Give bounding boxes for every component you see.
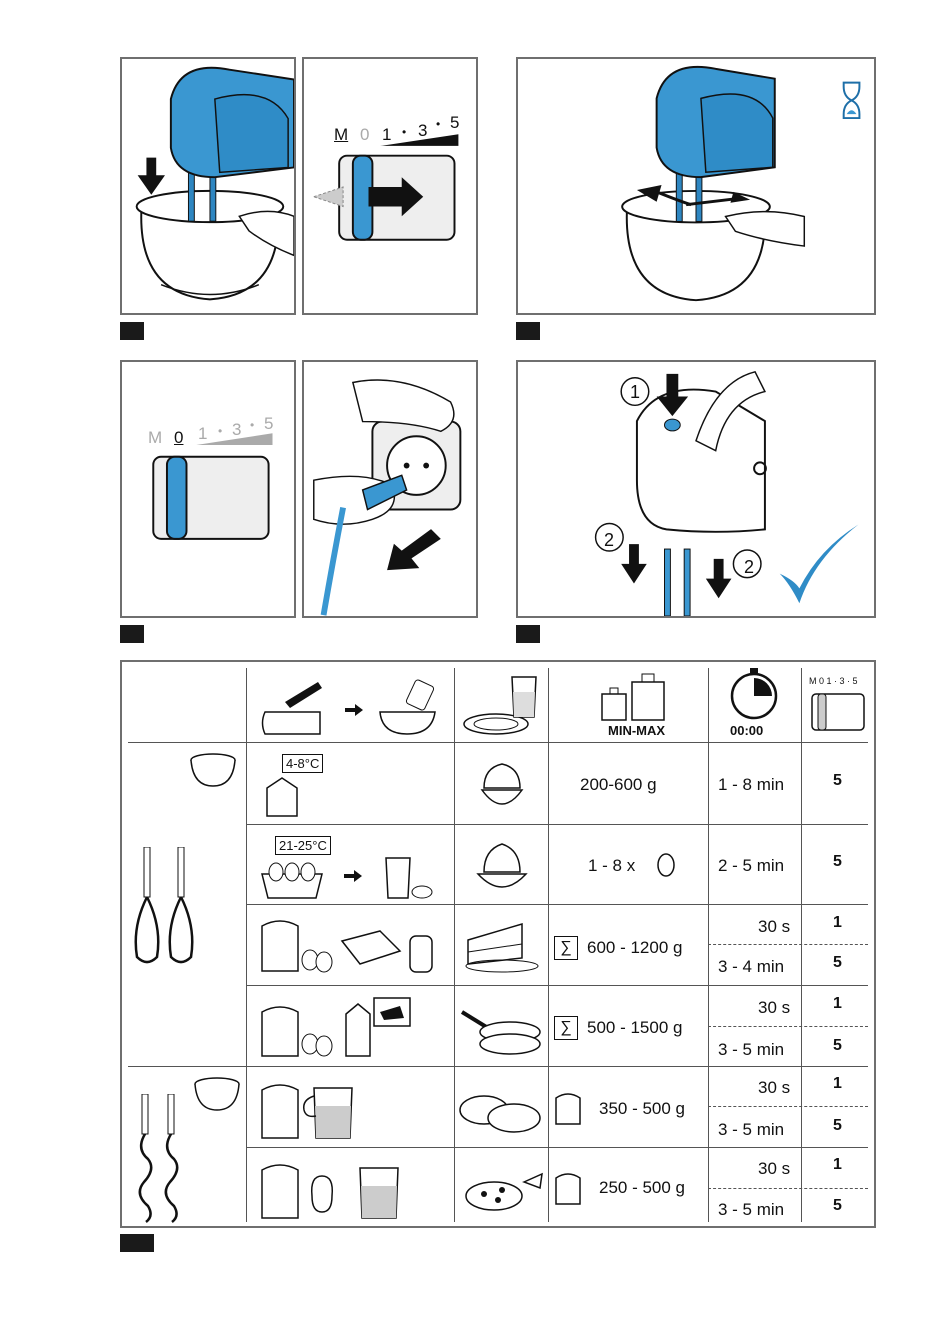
marker-two: 2 [604,530,614,551]
marker-two: 2 [744,557,754,578]
row6-speed-2: 5 [833,1197,842,1215]
pan-icon [458,1002,544,1060]
bread-icon [456,1086,544,1136]
speed-scale-small: M 0 1 · 3 · 5 [809,676,858,686]
temperature-badge: 21-25°C [275,836,331,855]
flour-eggs-butter-icon [260,916,440,976]
row6-time-1: 30 s [758,1159,790,1179]
row4-speed-1: 1 [833,995,842,1013]
row5-speed-1: 1 [833,1075,842,1093]
row4-speed-2: 5 [833,1037,842,1055]
flour-bag-icon [554,1090,582,1126]
milk-carton-icon [262,774,302,818]
pizza-icon [462,1166,544,1216]
plate-glass-icon [460,672,542,738]
speed-switch-icon [810,690,866,734]
row3-quantity: 600 - 1200 g [587,938,682,958]
whipped-cream-icon [474,758,530,816]
scale-three: 3 [418,121,427,141]
flour-eggs-milk-icon [260,994,440,1060]
timer-header-label: 00:00 [730,723,763,738]
scale-one: 1 [198,424,207,444]
stopwatch-icon [726,666,782,722]
dough-hooks-icon [134,1094,190,1224]
arrow-down-icon [138,158,165,195]
arrow-right-icon [344,870,362,882]
sum-icon: ∑ [554,1016,578,1040]
row2-speed: 5 [833,853,842,871]
row6-time-2: 3 - 5 min [718,1200,784,1220]
step-marker [516,625,540,643]
meringue-icon [474,838,530,896]
weight-header-label: MIN-MAX [608,723,665,738]
scale-dot: • [250,418,254,432]
row4-time-1: 30 s [758,998,790,1018]
row2-quantity: 1 - 8 x [588,856,635,876]
flour-bag-icon [554,1170,582,1206]
scale-zero: 0 [174,428,183,448]
illustration-mixing-motion [516,57,876,315]
row3-time-2: 3 - 4 min [718,957,784,977]
scale-zero: 0 [360,125,369,145]
row1-time: 1 - 8 min [718,775,784,795]
scale-five: 5 [264,414,273,434]
scale-m: M [334,125,348,145]
arrow-down-icon [621,544,647,583]
arrow-down-left-icon [387,529,441,570]
eggs-icon [260,854,440,902]
step-marker [516,322,540,340]
cutting-board-icon [260,672,440,738]
hourglass-icon [844,83,860,118]
scale-dot: • [402,125,406,139]
whisk-icon [132,847,202,967]
row1-speed: 5 [833,772,842,790]
usage-table: MIN-MAX 00:00 M 0 1 · 3 · 5 4-8°C 20 [120,660,876,1228]
row2-time: 2 - 5 min [718,856,784,876]
row5-speed-2: 5 [833,1117,842,1135]
illustration-switch-to-zero: M 0 1 • 3 • 5 [120,360,296,618]
temperature-badge: 4-8°C [282,754,323,773]
bowl-icon [188,750,238,790]
row4-time-2: 3 - 5 min [718,1040,784,1060]
scale-dot: • [218,424,222,438]
arrow-right-icon [345,704,363,716]
row3-speed-1: 1 [833,914,842,932]
scale-m: M [148,428,162,448]
row3-time-1: 30 s [758,917,790,937]
egg-icon [656,852,676,878]
arrow-down-icon [706,559,732,598]
bowl-icon [192,1074,242,1114]
step-marker [120,322,144,340]
illustration-unplug [302,360,478,618]
scale-five: 5 [450,113,459,133]
scale-one: 1 [382,125,391,145]
scale-three: 3 [232,420,241,440]
row5-quantity: 350 - 500 g [599,1099,685,1119]
arrow-right-icon [369,177,424,216]
illustration-mixer-into-bowl [120,57,296,315]
row3-speed-2: 5 [833,954,842,972]
step-marker [120,625,144,643]
sum-icon: ∑ [554,936,578,960]
step-marker [120,1234,154,1252]
row5-time-2: 3 - 5 min [718,1120,784,1140]
cake-slice-icon [462,916,542,974]
flour-oil-water-icon [260,1156,440,1222]
illustration-switch-to-speed: M 0 1 • 3 • 5 [302,57,478,315]
marker-one: 1 [630,382,640,403]
row1-quantity: 200-600 g [580,775,657,795]
weights-icon [598,670,668,722]
row4-quantity: 500 - 1500 g [587,1018,682,1038]
checkmark-icon [780,524,859,603]
illustration-eject-beaters: 1 2 2 [516,360,876,618]
row5-time-1: 30 s [758,1078,790,1098]
row6-quantity: 250 - 500 g [599,1178,685,1198]
scale-dot: • [436,117,440,131]
flour-water-icon [260,1076,440,1142]
row6-speed-1: 1 [833,1156,842,1174]
